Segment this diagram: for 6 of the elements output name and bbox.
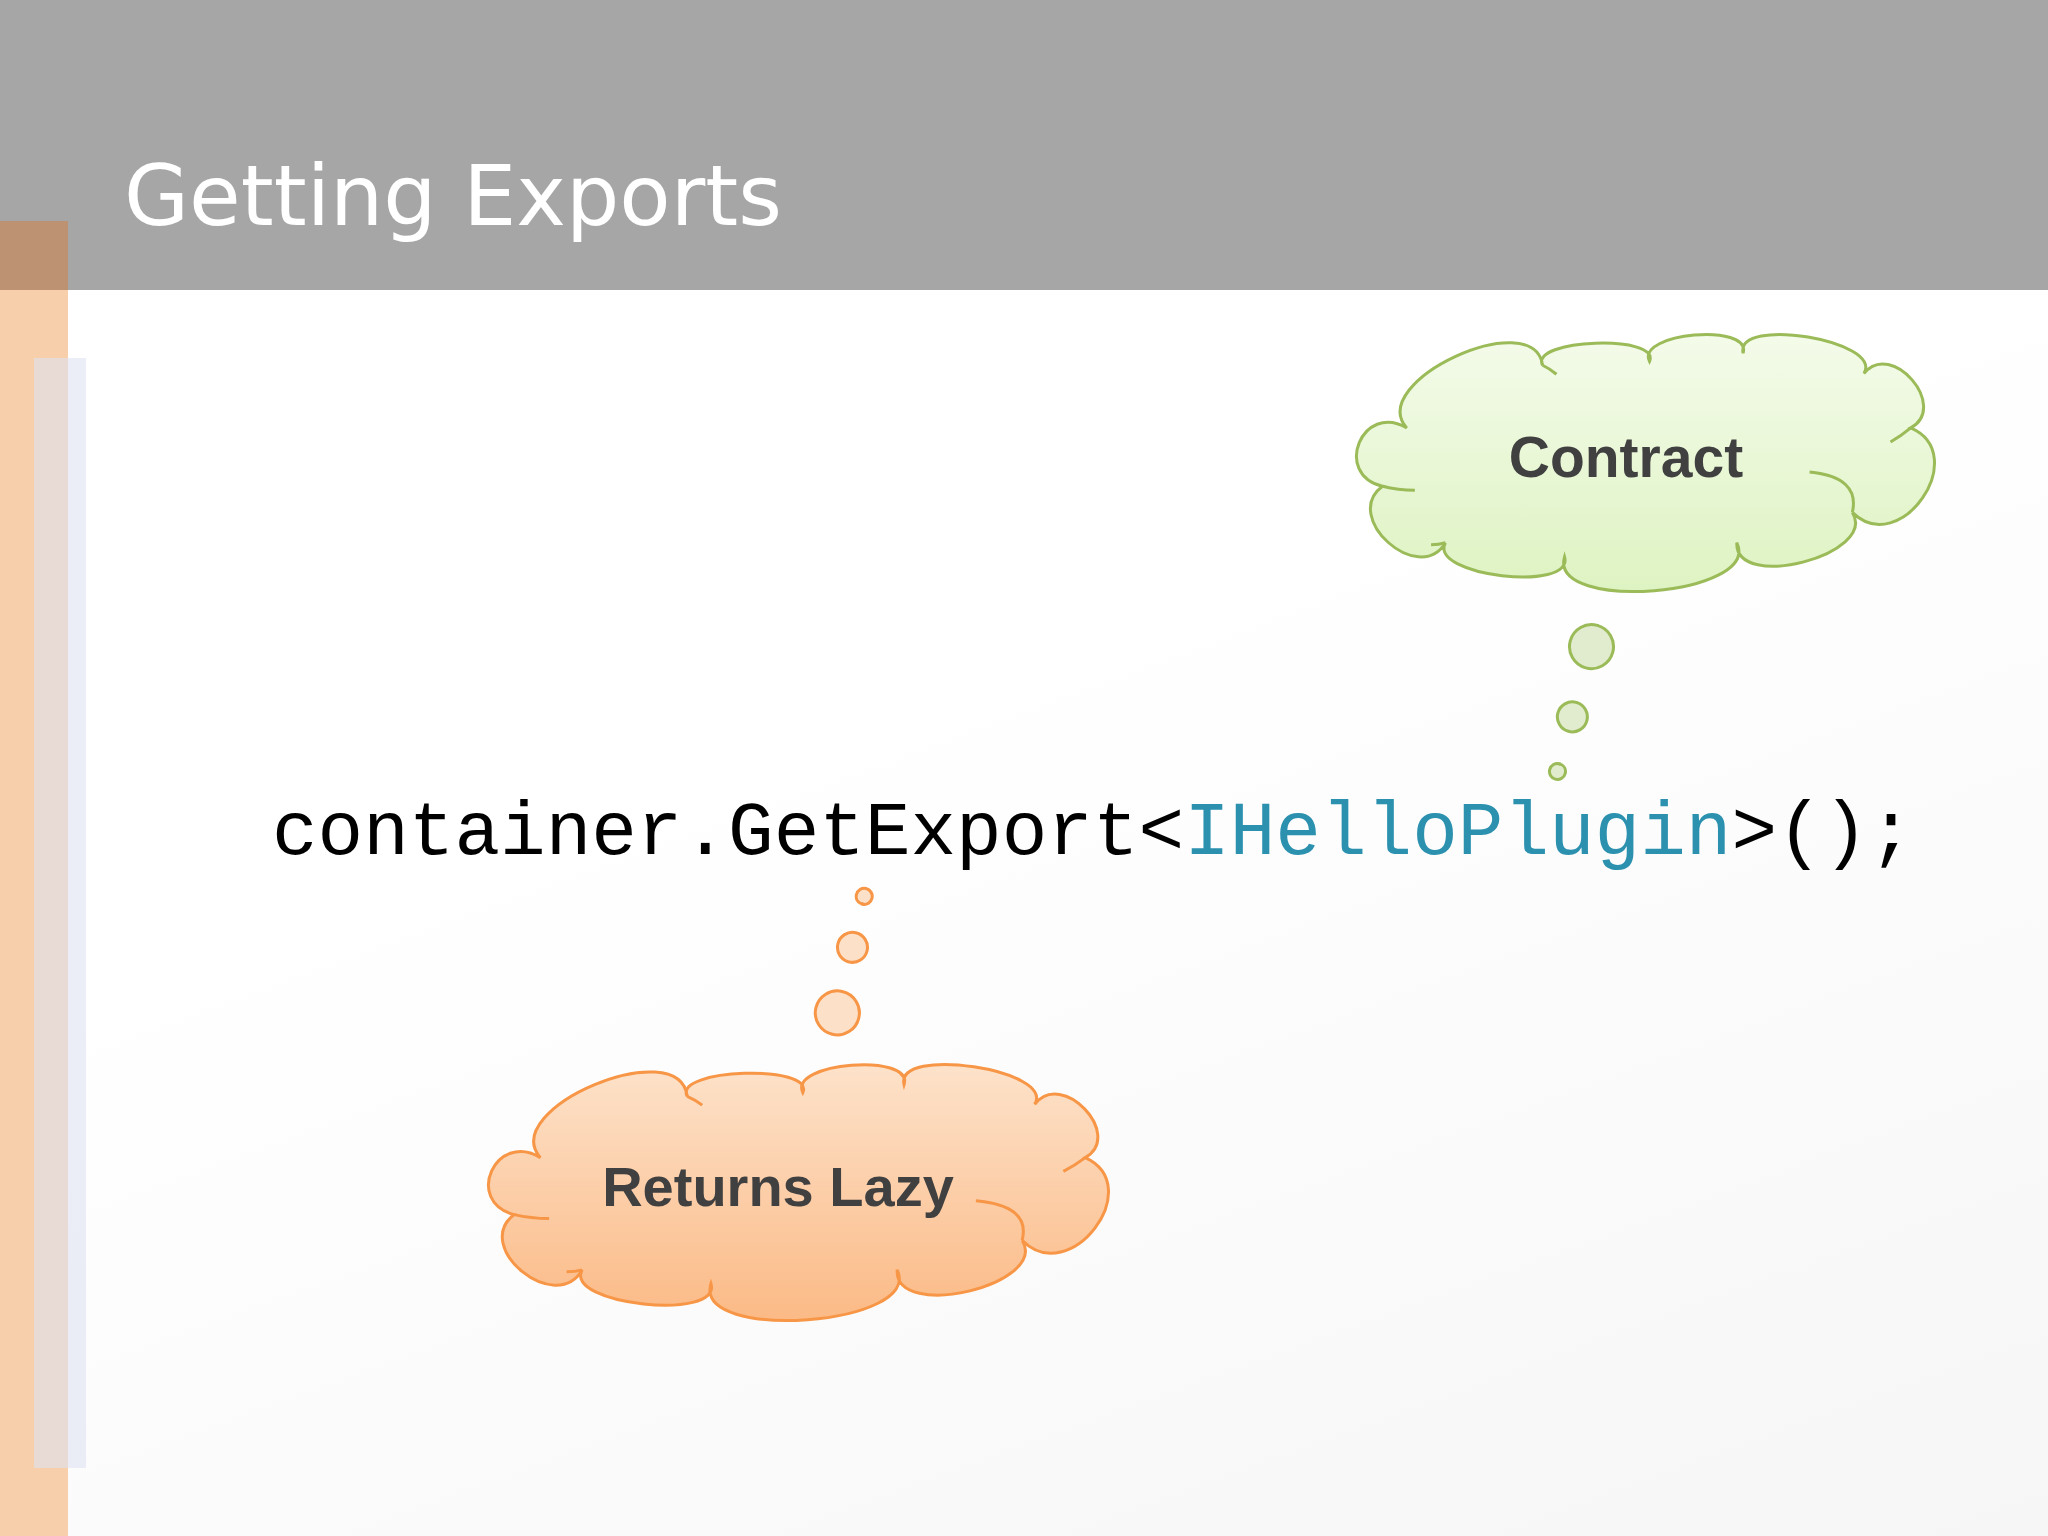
thought-cloud bbox=[1354, 332, 1937, 594]
code-line: container.GetExport<IHelloPlugin>(); bbox=[272, 789, 1914, 880]
cloud-label: Contract bbox=[1508, 425, 1744, 491]
thought-cloud bbox=[486, 1062, 1111, 1323]
cloud-label: Returns Lazy bbox=[602, 1155, 954, 1220]
slide-title: Getting Exports bbox=[124, 146, 782, 247]
